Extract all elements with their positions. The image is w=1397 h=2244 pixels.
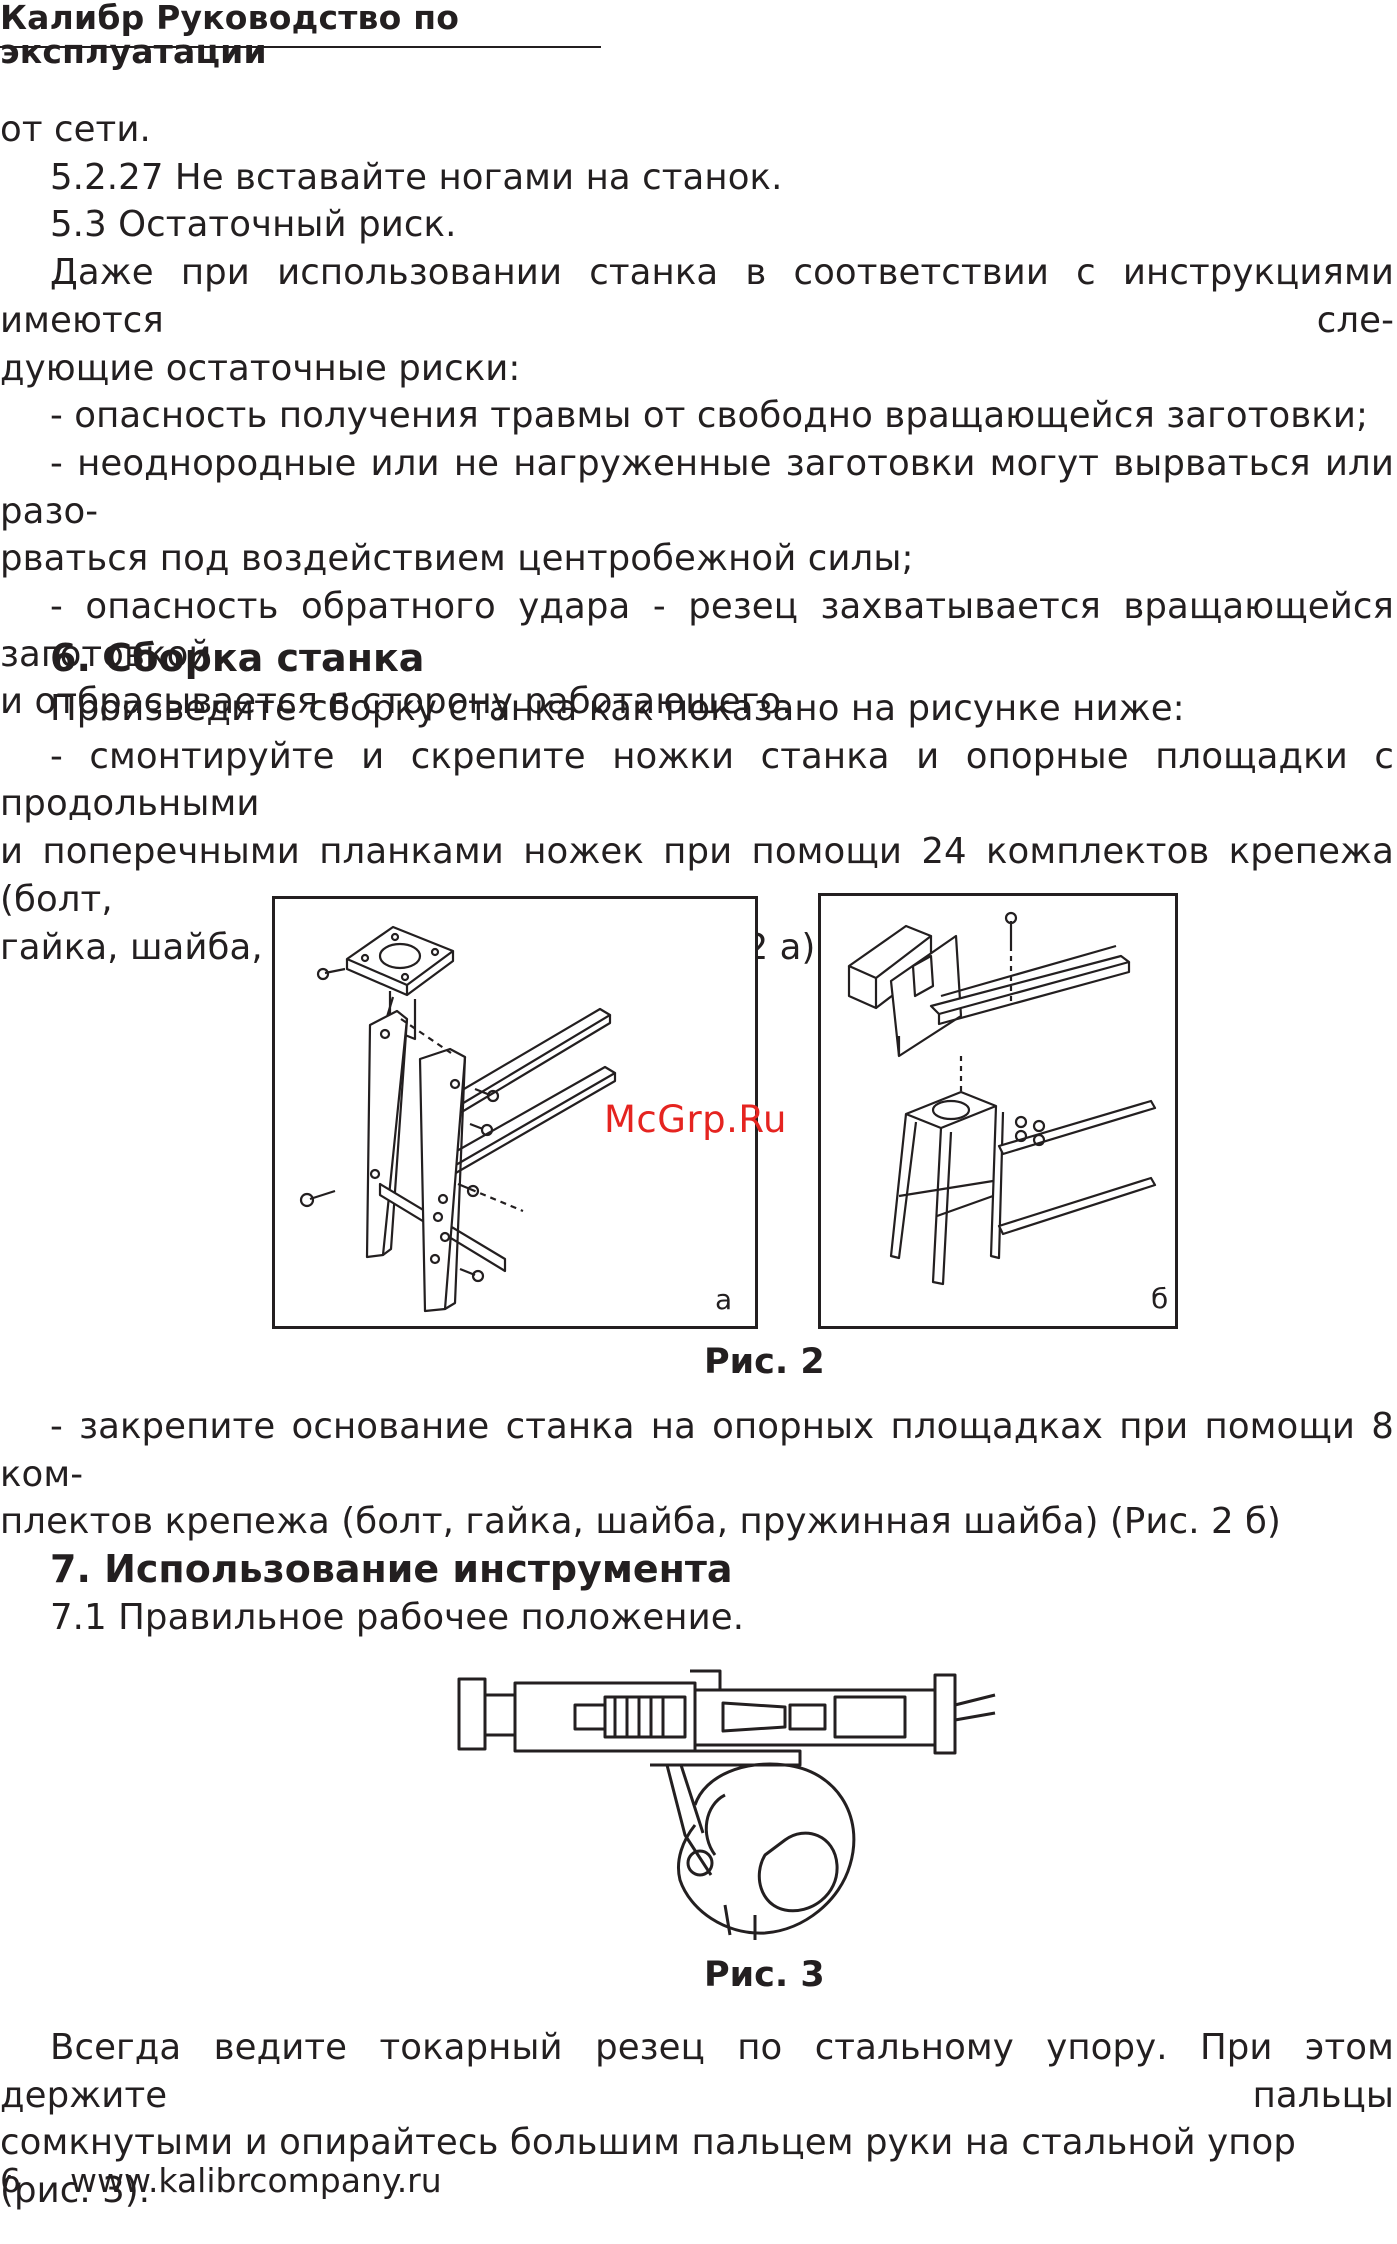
text-line: Всегда ведите токарный резец по стальном… xyxy=(0,2027,1394,2116)
text-line: и поперечными планками ножек при помощи … xyxy=(0,831,1394,920)
footer-url[interactable]: www.kalibrcompany.ru xyxy=(70,2161,442,2200)
text-line: дующие остаточные риски: xyxy=(0,347,521,389)
text-line: 5.2.27 Не вставайте ногами на станок. xyxy=(50,156,783,198)
text-line: - опасность получения травмы от свободно… xyxy=(50,395,1369,437)
final-text-block: Всегда ведите токарный резец по стальном… xyxy=(0,2024,1394,2215)
text-line: плектов крепежа (болт, гайка, шайба, пру… xyxy=(0,1501,1281,1543)
text-line: 7.1 Правильное рабочее положение. xyxy=(50,1597,745,1638)
header-rule xyxy=(0,46,601,48)
figure-2-caption: Рис. 2 xyxy=(704,1342,825,1382)
figure-3-working-position xyxy=(455,1665,1000,1950)
text-line: сомкнутыми и опирайтесь большим пальцем … xyxy=(0,2122,1296,2212)
figure-2a-legs-assembly: а xyxy=(272,896,758,1329)
text-line: - опасность обратного удара - резец захв… xyxy=(0,586,1394,675)
text-line: Произведите сборку станка как показано н… xyxy=(50,688,1185,729)
legs-assembly-drawing xyxy=(299,925,617,1313)
text-line: - неоднородные или не нагруженные загото… xyxy=(0,442,1394,532)
text-line: рваться под воздействием центробежной си… xyxy=(0,538,914,580)
base-mounting-text-block: - закрепите основание станка на опорных … xyxy=(0,1403,1394,1546)
watermark: McGrp.Ru xyxy=(604,1098,787,1141)
working-position-drawing xyxy=(457,1669,996,1940)
safety-text-block: от сети. 5.2.27 Не вставайте ногами на с… xyxy=(0,106,1394,726)
section-heading: 6. Сборка станка xyxy=(50,636,425,680)
page-number: 6 xyxy=(0,2161,21,2200)
figure-label-a: а xyxy=(715,1283,733,1316)
text-line: - смонтируйте и скрепите ножки станка и … xyxy=(0,735,1394,825)
text-line: от сети. xyxy=(0,109,151,150)
tool-usage-text-block: 7.1 Правильное рабочее положение. xyxy=(0,1594,1394,1642)
text-line: - закрепите основание станка на опорных … xyxy=(0,1406,1394,1495)
text-line: 5.3 Остаточный риск. xyxy=(50,204,457,246)
document-header: Калибр Руководство по эксплуатации xyxy=(0,0,460,71)
text-line: Даже при использовании станка в соответс… xyxy=(0,252,1394,341)
figure-2b-base-mounting: б xyxy=(818,893,1178,1329)
text-line: и отбрасывается в сторону работающего. xyxy=(0,681,793,723)
figure-3-caption: Рис. 3 xyxy=(704,1955,825,1995)
section-heading: 7. Использование инструмента xyxy=(50,1547,733,1591)
figure-label-b: б xyxy=(1151,1282,1169,1315)
base-mounting-drawing xyxy=(847,911,1157,1286)
